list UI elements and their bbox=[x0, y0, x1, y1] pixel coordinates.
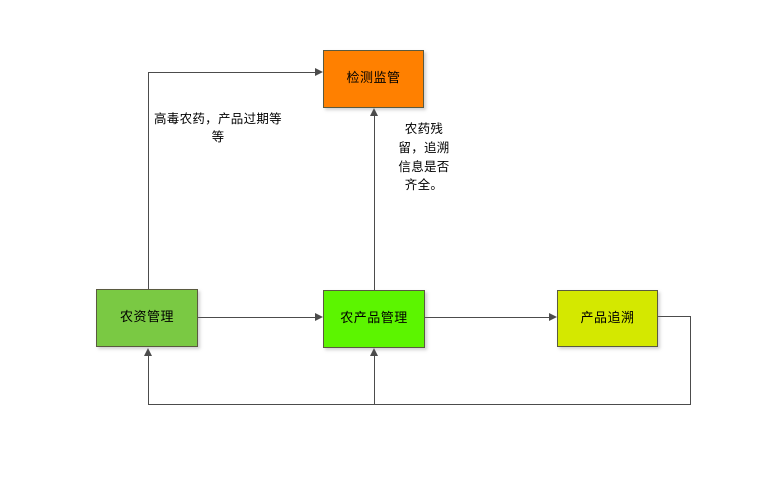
arrowhead-into-inspect-bottom bbox=[370, 108, 378, 116]
arrowhead-into-trace-left bbox=[549, 313, 557, 321]
edge-produce-to-inspect bbox=[374, 116, 375, 290]
node-agricultural-inputs-management[interactable]: 农资管理 bbox=[96, 289, 198, 347]
edge-produce-to-trace bbox=[425, 317, 549, 318]
edge-inputs-to-inspect-vertical bbox=[148, 72, 149, 289]
node-agricultural-produce-management[interactable]: 农产品管理 bbox=[323, 290, 425, 348]
edge-inputs-to-produce bbox=[198, 317, 315, 318]
arrowhead-into-inputs-bottom bbox=[144, 348, 152, 356]
arrowhead-into-produce-bottom bbox=[370, 348, 378, 356]
edge-trace-return-top bbox=[658, 316, 691, 317]
edge-inputs-to-inspect-horizontal bbox=[148, 72, 315, 73]
arrowhead-into-inspect-left bbox=[315, 68, 323, 76]
edge-trace-return-right-vertical bbox=[690, 316, 691, 404]
edge-trace-return-bottom bbox=[148, 404, 691, 405]
edge-return-into-inputs-vertical bbox=[148, 356, 149, 404]
node-inspection-supervision[interactable]: 检测监管 bbox=[323, 50, 424, 108]
annotation-pesticide-expiry: 高毒农药，产品过期等等 bbox=[153, 111, 282, 145]
arrowhead-into-produce-left bbox=[315, 313, 323, 321]
edge-return-into-produce-vertical bbox=[374, 356, 375, 404]
annotation-residue-traceability: 农药残留，追溯信息是否齐全。 bbox=[398, 121, 450, 193]
node-product-traceability[interactable]: 产品追溯 bbox=[557, 290, 658, 347]
